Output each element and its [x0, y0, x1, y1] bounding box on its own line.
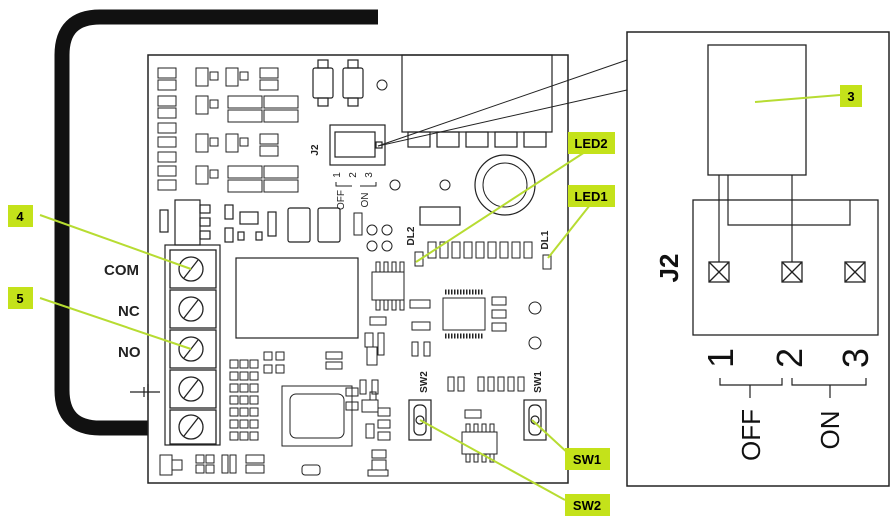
detail-on-bracket	[791, 378, 867, 398]
j2-board-pin1: 1	[332, 172, 343, 178]
detail-on-label: ON	[815, 411, 845, 450]
callout-sw2-box	[565, 494, 610, 516]
sw1-label: SW1	[533, 371, 544, 393]
zoom-line-top	[377, 59, 628, 147]
crystal	[419, 206, 461, 226]
terminal-no: NO	[118, 344, 141, 361]
terminal-screws	[169, 249, 217, 445]
callout-5-box	[8, 287, 33, 309]
via-top	[376, 79, 388, 91]
sw2-label: SW2	[419, 371, 430, 393]
smd-right	[364, 296, 507, 366]
detail-pin2: 2	[769, 348, 810, 368]
callout-led1: LED1	[574, 189, 607, 204]
antenna-ground-symbol	[130, 384, 160, 400]
smd-lower	[159, 351, 525, 477]
j2-board-label: J2	[310, 144, 321, 156]
smd-components-topleft	[157, 67, 299, 193]
led-dl1	[542, 254, 552, 270]
relay	[235, 257, 359, 339]
via-cluster	[353, 212, 393, 252]
terminal-block	[164, 244, 221, 446]
callout-led2: LED2	[574, 136, 607, 151]
j2-board-pin2: 2	[348, 172, 359, 178]
detail-pin1: 1	[700, 348, 741, 368]
callout-sw2: SW2	[573, 498, 601, 513]
resistor-row	[427, 241, 533, 259]
detail-pin3: 3	[835, 348, 876, 368]
via-right2	[528, 336, 542, 350]
callout-3-box	[840, 85, 862, 107]
detail-pins	[708, 261, 866, 283]
regulator-block	[159, 199, 341, 246]
j2-board-brackets	[335, 182, 377, 187]
callout-5: 5	[16, 291, 23, 306]
j2-board-on: ON	[360, 193, 371, 208]
detail-off-label: OFF	[736, 409, 766, 461]
coil-inner	[482, 162, 528, 208]
via-mid2	[389, 179, 401, 191]
capacitors-top	[312, 59, 364, 107]
switch-sw1	[523, 399, 547, 441]
callout-led2-box	[568, 132, 615, 154]
dl2-label: DL2	[406, 226, 417, 245]
callout-3: 3	[847, 89, 854, 104]
ic-small	[371, 261, 405, 311]
detail-jumper-wires	[718, 175, 851, 262]
detail-j2-label: J2	[654, 254, 684, 283]
via-mid1	[439, 179, 451, 191]
ic-main	[442, 289, 486, 339]
terminal-com: COM	[104, 262, 139, 279]
switch-sw2	[408, 399, 432, 441]
callout-led1-box	[568, 185, 615, 207]
module-pads	[407, 131, 547, 148]
callout-sw1: SW1	[573, 452, 601, 467]
detail-panel	[626, 31, 890, 487]
callout-4: 4	[16, 209, 24, 224]
detail-connector-housing	[692, 199, 879, 336]
leader-lines	[39, 94, 841, 501]
j2-board-pin3: 3	[364, 172, 375, 178]
detail-jumper-cap	[707, 44, 807, 176]
terminal-nc: NC	[118, 303, 140, 320]
dl1-label: DL1	[540, 230, 551, 249]
callout-sw1-box	[565, 448, 610, 470]
via-right1	[528, 301, 542, 315]
j2-board-off: OFF	[336, 190, 347, 210]
led-dl2	[414, 251, 424, 267]
detail-off-bracket	[719, 378, 783, 398]
zoom-line-bottom	[377, 89, 628, 147]
callout-4-box	[8, 205, 33, 227]
